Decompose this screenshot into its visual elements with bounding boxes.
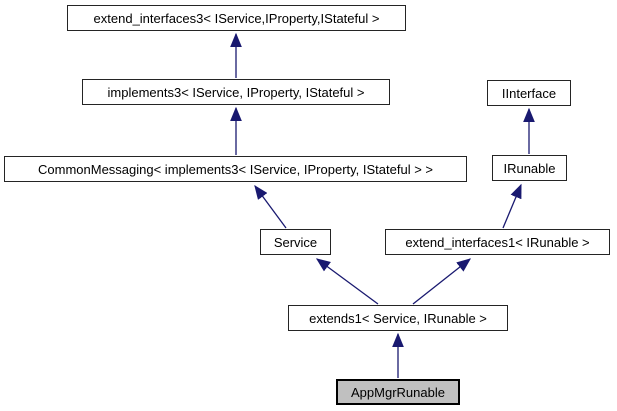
inheritance-arrow-extends1-to-service xyxy=(315,258,379,305)
node-irunable[interactable]: IRunable xyxy=(492,155,567,181)
node-commonmessaging[interactable]: CommonMessaging< implements3< IService, … xyxy=(4,156,467,182)
node-extend-interfaces1[interactable]: extend_interfaces1< IRunable > xyxy=(385,229,610,255)
node-iinterface[interactable]: IInterface xyxy=(487,80,571,106)
inheritance-arrow-extends1-to-extend-interfaces1 xyxy=(412,258,472,305)
node-extends1[interactable]: extends1< Service, IRunable > xyxy=(288,305,508,331)
node-extend-interfaces3[interactable]: extend_interfaces3< IService,IProperty,I… xyxy=(67,5,406,31)
inheritance-arrow-service-to-commonmessaging xyxy=(254,184,287,229)
node-appmgrrunable-current: AppMgrRunable xyxy=(336,379,460,405)
node-service[interactable]: Service xyxy=(260,229,331,255)
node-implements3[interactable]: implements3< IService, IProperty, IState… xyxy=(82,79,390,105)
inheritance-arrow-extend-interfaces1-to-irunable xyxy=(502,183,522,229)
